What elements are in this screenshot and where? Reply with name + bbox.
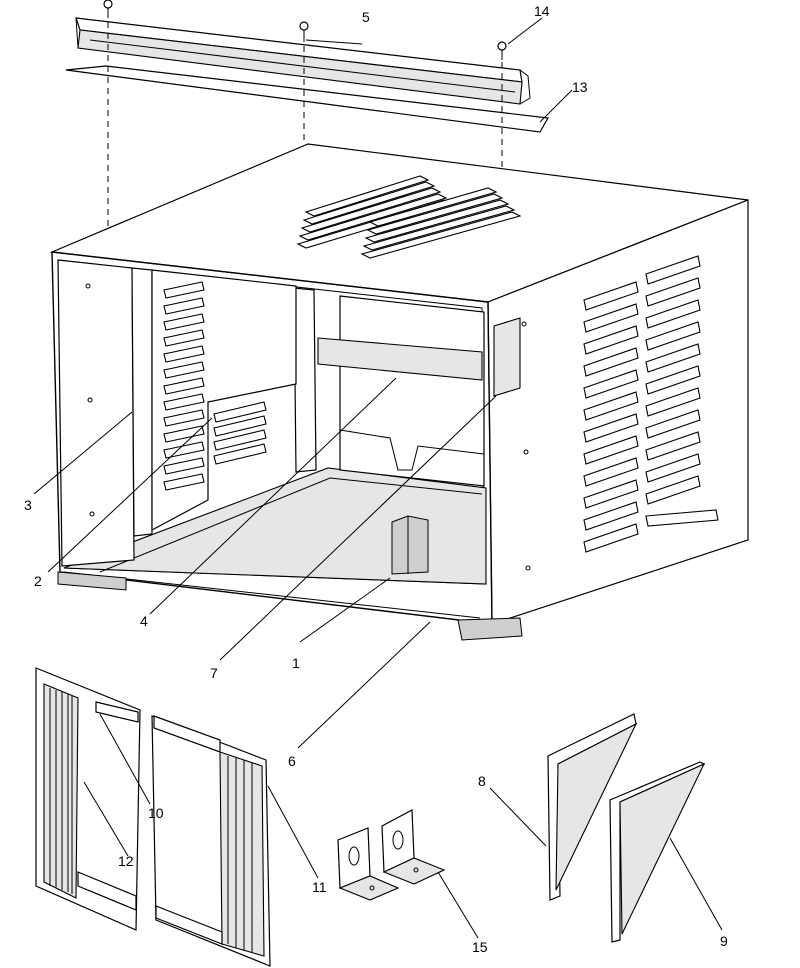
callout-labels: 1 2 3 4 5 6 7 8 9 10 11 12 13 14 15 [24, 3, 728, 955]
callout-1: 1 [292, 655, 300, 671]
top-louvers-right [360, 187, 522, 259]
callout-9: 9 [720, 933, 728, 949]
side-louvers-right-column [645, 255, 719, 527]
callout-14: 14 [534, 3, 550, 19]
support-bracket-part-8 [547, 713, 638, 901]
mounting-screw-part-14 [497, 41, 507, 60]
callout-11: 11 [312, 879, 327, 895]
left-curtain-panel [35, 667, 141, 931]
l-bracket-part-15 [337, 827, 400, 901]
insulation-strip-part-13 [65, 65, 549, 133]
mounting-screw [103, 0, 113, 18]
partition-louvers-small [213, 401, 267, 465]
callout-2: 2 [34, 573, 42, 589]
support-bracket-part-9 [609, 761, 706, 943]
callout-12: 12 [118, 853, 134, 869]
top-rail-part-5 [75, 17, 531, 105]
callout-5: 5 [362, 9, 370, 25]
l-bracket-part-15 [381, 809, 446, 885]
callout-10: 10 [148, 805, 164, 821]
side-louvers-left-column [583, 281, 639, 553]
right-curtain-panel [151, 715, 271, 967]
leader-lines [33, 17, 723, 939]
callout-4: 4 [140, 613, 148, 629]
callout-6: 6 [288, 753, 296, 769]
callout-7: 7 [210, 665, 218, 681]
callout-15: 15 [472, 939, 488, 955]
partition-louvers-vertical [163, 281, 205, 491]
callout-13: 13 [572, 79, 588, 95]
mounting-screw [299, 21, 309, 42]
callout-8: 8 [478, 773, 486, 789]
callout-3: 3 [24, 497, 32, 513]
